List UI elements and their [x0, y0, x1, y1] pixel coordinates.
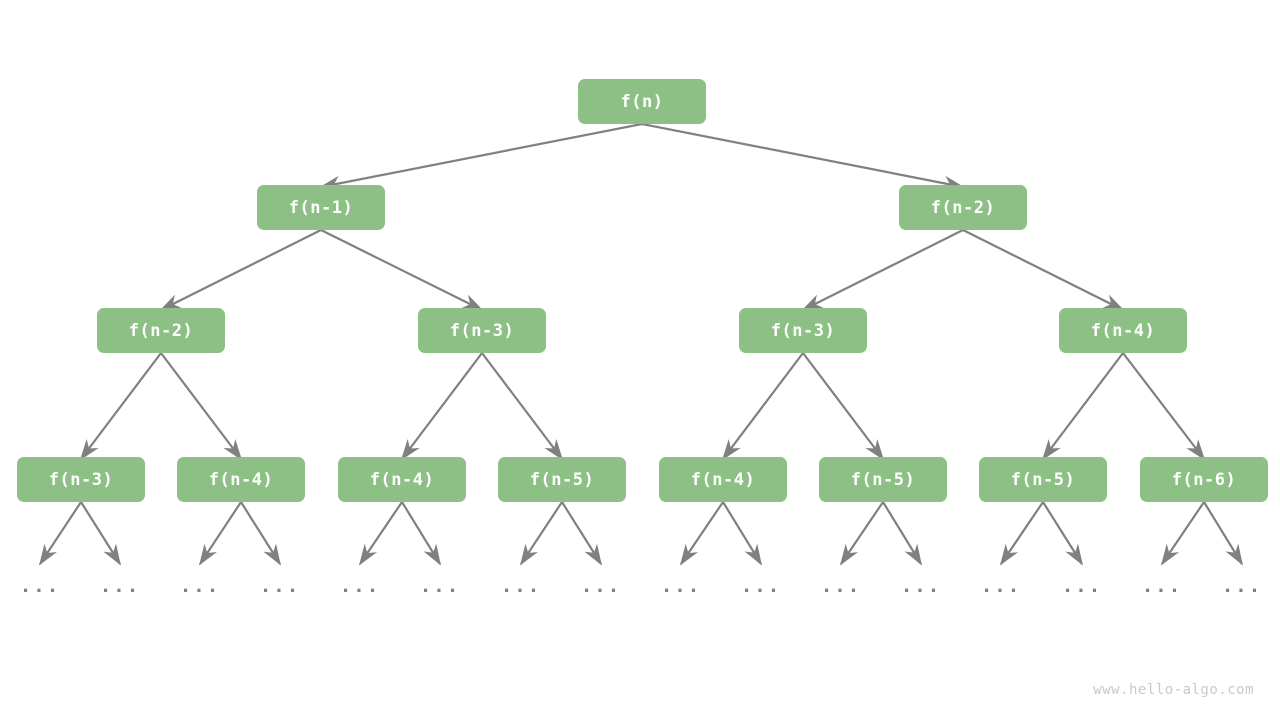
ellipsis-edge-9 — [722, 501, 762, 566]
ellipsis-edge-0 — [39, 501, 82, 566]
tree-node-n14[interactable]: f(n-6) — [1140, 457, 1268, 502]
ellipsis-label: ... — [1061, 575, 1103, 597]
ellipsis-label: ... — [500, 575, 542, 597]
edge-n3-to-n8 — [160, 352, 243, 461]
ellipsis-edge-7 — [561, 501, 602, 566]
edge-n5-to-n12 — [802, 352, 885, 461]
ellipsis-label: ... — [339, 575, 381, 597]
edge-n6-to-n14 — [1122, 352, 1206, 461]
tree-node-n8[interactable]: f(n-4) — [177, 457, 305, 502]
ellipsis-label: ... — [19, 575, 61, 597]
edge-n3-to-n7 — [79, 352, 162, 461]
tree-node-n12[interactable]: f(n-5) — [819, 457, 947, 502]
ellipsis-edge-11 — [882, 501, 922, 566]
ellipsis-edge-5 — [401, 501, 441, 566]
tree-node-n13[interactable]: f(n-5) — [979, 457, 1107, 502]
edge-n6-to-n13 — [1041, 352, 1124, 461]
ellipsis-label: ... — [1221, 575, 1263, 597]
edge-n0-to-n1 — [319, 122, 643, 191]
tree-node-n2[interactable]: f(n-2) — [899, 185, 1027, 230]
tree-node-n6[interactable]: f(n-4) — [1059, 308, 1187, 353]
ellipsis-edge-1 — [80, 501, 121, 566]
edge-n4-to-n10 — [481, 352, 564, 461]
ellipsis-edge-2 — [199, 501, 242, 566]
edge-group — [79, 122, 1206, 461]
ellipsis-label: ... — [820, 575, 862, 597]
ellipsis-edge-3 — [240, 501, 281, 566]
tree-node-n11[interactable]: f(n-4) — [659, 457, 787, 502]
tree-node-n0[interactable]: f(n) — [578, 79, 706, 124]
ellipsis-label: ... — [99, 575, 141, 597]
tree-node-n7[interactable]: f(n-3) — [17, 457, 145, 502]
edge-n4-to-n9 — [400, 352, 483, 461]
ellipsis-edge-6 — [520, 501, 563, 566]
ellipsis-edge-14 — [1161, 501, 1205, 566]
ellipsis-edge-10 — [840, 501, 884, 566]
ellipsis-edge-12 — [1000, 501, 1044, 566]
tree-node-n4[interactable]: f(n-3) — [418, 308, 546, 353]
edge-n1-to-n3 — [159, 229, 322, 311]
ellipsis-label: ... — [580, 575, 622, 597]
ellipsis-label: ... — [1141, 575, 1183, 597]
ellipsis-edge-4 — [359, 501, 403, 566]
watermark: www.hello-algo.com — [1093, 682, 1254, 698]
edge-n2-to-n5 — [801, 229, 964, 311]
ellipsis-edge-8 — [680, 501, 724, 566]
ellipsis-label: ... — [740, 575, 782, 597]
tree-node-n1[interactable]: f(n-1) — [257, 185, 385, 230]
tree-node-n10[interactable]: f(n-5) — [498, 457, 626, 502]
tree-node-n3[interactable]: f(n-2) — [97, 308, 225, 353]
ellipsis-label: ... — [419, 575, 461, 597]
tree-node-n5[interactable]: f(n-3) — [739, 308, 867, 353]
edge-n0-to-n2 — [641, 122, 965, 191]
ellipsis-label: ... — [179, 575, 221, 597]
ellipsis-label: ... — [900, 575, 942, 597]
ellipsis-label: ... — [660, 575, 702, 597]
ellipsis-edge-15 — [1203, 501, 1243, 566]
ellipsis-edge-13 — [1042, 501, 1083, 566]
edge-n1-to-n4 — [320, 229, 484, 311]
ellipsis-edge-group — [39, 501, 1243, 566]
edge-n5-to-n11 — [721, 352, 804, 461]
tree-node-n9[interactable]: f(n-4) — [338, 457, 466, 502]
edge-n2-to-n6 — [962, 229, 1125, 311]
ellipsis-label: ... — [980, 575, 1022, 597]
ellipsis-label: ... — [259, 575, 301, 597]
